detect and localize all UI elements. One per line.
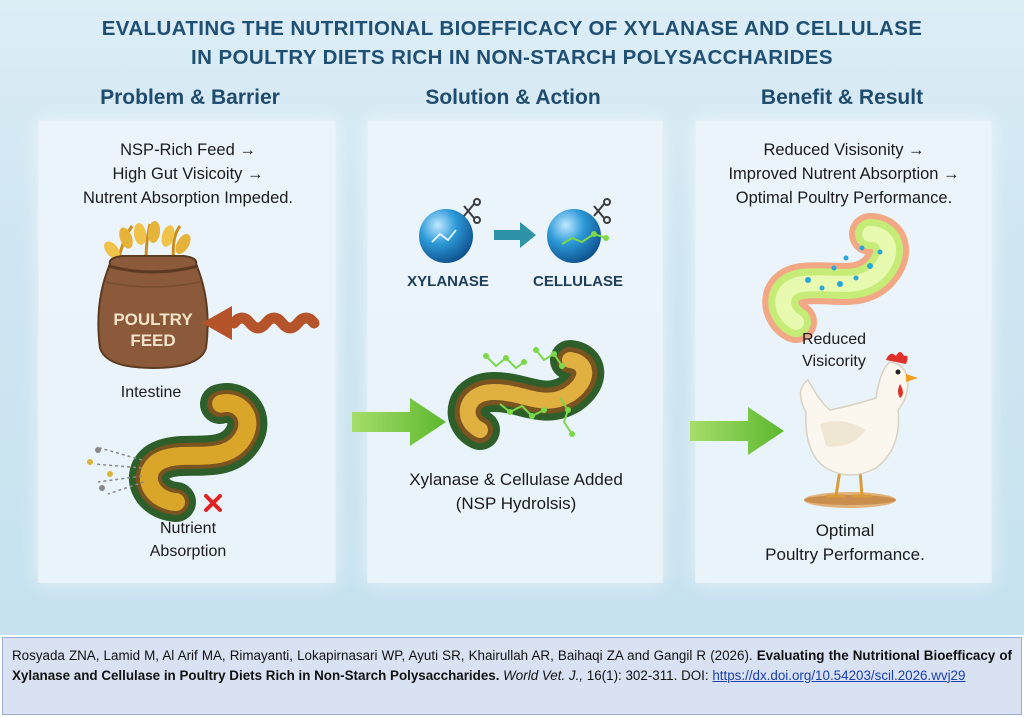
problem-text: NSP-Rich Feed → High Gut Visicoity → Nut… [48,138,328,210]
infographic-frame: EVALUATING THE NUTRITIONAL BIOEFFICACY O… [0,0,1024,635]
panel-benefit [695,120,992,583]
heading-benefit: Benefit & Result [760,86,924,109]
scissors-icon [463,198,481,224]
citation-volume-pages: 16(1): 302-311. DOI: [586,667,709,683]
citation-journal: World Vet. J., [503,667,584,683]
solution-caption-line-1: Xylanase & Cellulase Added [409,470,623,489]
healthy-intestine-icon [762,213,909,343]
solution-caption: Xylanase & Cellulase Added (NSP Hydrolsi… [385,468,647,516]
solution-caption-line-2: (NSP Hydrolsis) [455,494,577,513]
heading-solution: Solution & Action [425,86,601,109]
wavy-arrow-icon [202,306,320,340]
problem-text-line-1: NSP-Rich Feed → [120,141,256,159]
xylanase-label: XYLANASE [407,273,489,290]
problem-text-line-3: Nutrent Absorption Impeded. [82,189,294,207]
feed-label-line-1: POULTRY [113,310,193,329]
feed-label-line-2: FEED [130,331,175,350]
problem-text-line-2: High Gut Visicoity → [112,165,264,183]
arrow-right-icon-2 [690,407,784,455]
arrow-right-icon [352,398,446,446]
heading-problem: Problem & Barrier [100,86,280,109]
viscosity-label-line-1: Reduced [801,331,867,348]
intestine-icon [87,383,268,522]
title-line-2: IN POULTRY DIETS RICH IN NON-STARCH POLY… [191,46,833,69]
feed-sack-icon: POULTRY FEED [97,221,209,370]
xylanase-enzyme-icon [419,198,481,263]
cellulase-label: CELLULASE [533,273,623,290]
enzyme-arrow-icon [494,222,536,248]
absorbed-nutrients-icon [805,245,883,291]
page-title: EVALUATING THE NUTRITIONAL BIOEFFICACY O… [0,14,1024,72]
citation-article-title: Evaluating the Nutritional Bioefficacy o… [12,648,1012,683]
viscosity-label-line-2: Visicority [802,353,866,370]
performance-label: Optimal Poultry Performance. [757,519,933,567]
citation-box: Rosyada ZNA, Lamid M, Al Arif MA, Rimaya… [2,637,1022,715]
viscosity-label: Reduced Visicority [786,329,882,373]
benefit-text: Reduced Visisonity → Improved Nutrent Ab… [702,138,986,210]
hydrolyzed-intestine-icon [447,340,605,450]
benefit-text-line-1: Reduced Visisonity → [763,141,925,159]
panel-solution [367,120,663,583]
doi-link[interactable]: https://dx.doi.org/10.54203/scil.2026.wv… [712,667,966,683]
wheat-icon [104,221,191,263]
benefit-text-line-3: Optimal Poultry Performance. [735,189,953,207]
cellulase-enzyme-icon [547,198,611,263]
blocked-nutrients-icon [93,447,145,495]
cross-icon [204,494,222,512]
benefit-text-line-2: Improved Nutrent Absorption → [728,165,960,183]
performance-label-line-2: Poultry Performance. [765,545,925,564]
absorption-label: Nutrient Absorption [128,517,248,563]
chicken-icon [799,352,918,508]
title-line-1: EVALUATING THE NUTRITIONAL BIOEFFICACY O… [101,17,923,40]
absorption-label-line-2: Absorption [149,543,227,560]
performance-label-line-1: Optimal [815,521,875,540]
absorption-label-line-1: Nutrient [159,520,217,537]
intestine-label: Intestine [120,384,182,401]
citation-authors: Rosyada ZNA, Lamid M, Al Arif MA, Rimaya… [12,648,753,663]
